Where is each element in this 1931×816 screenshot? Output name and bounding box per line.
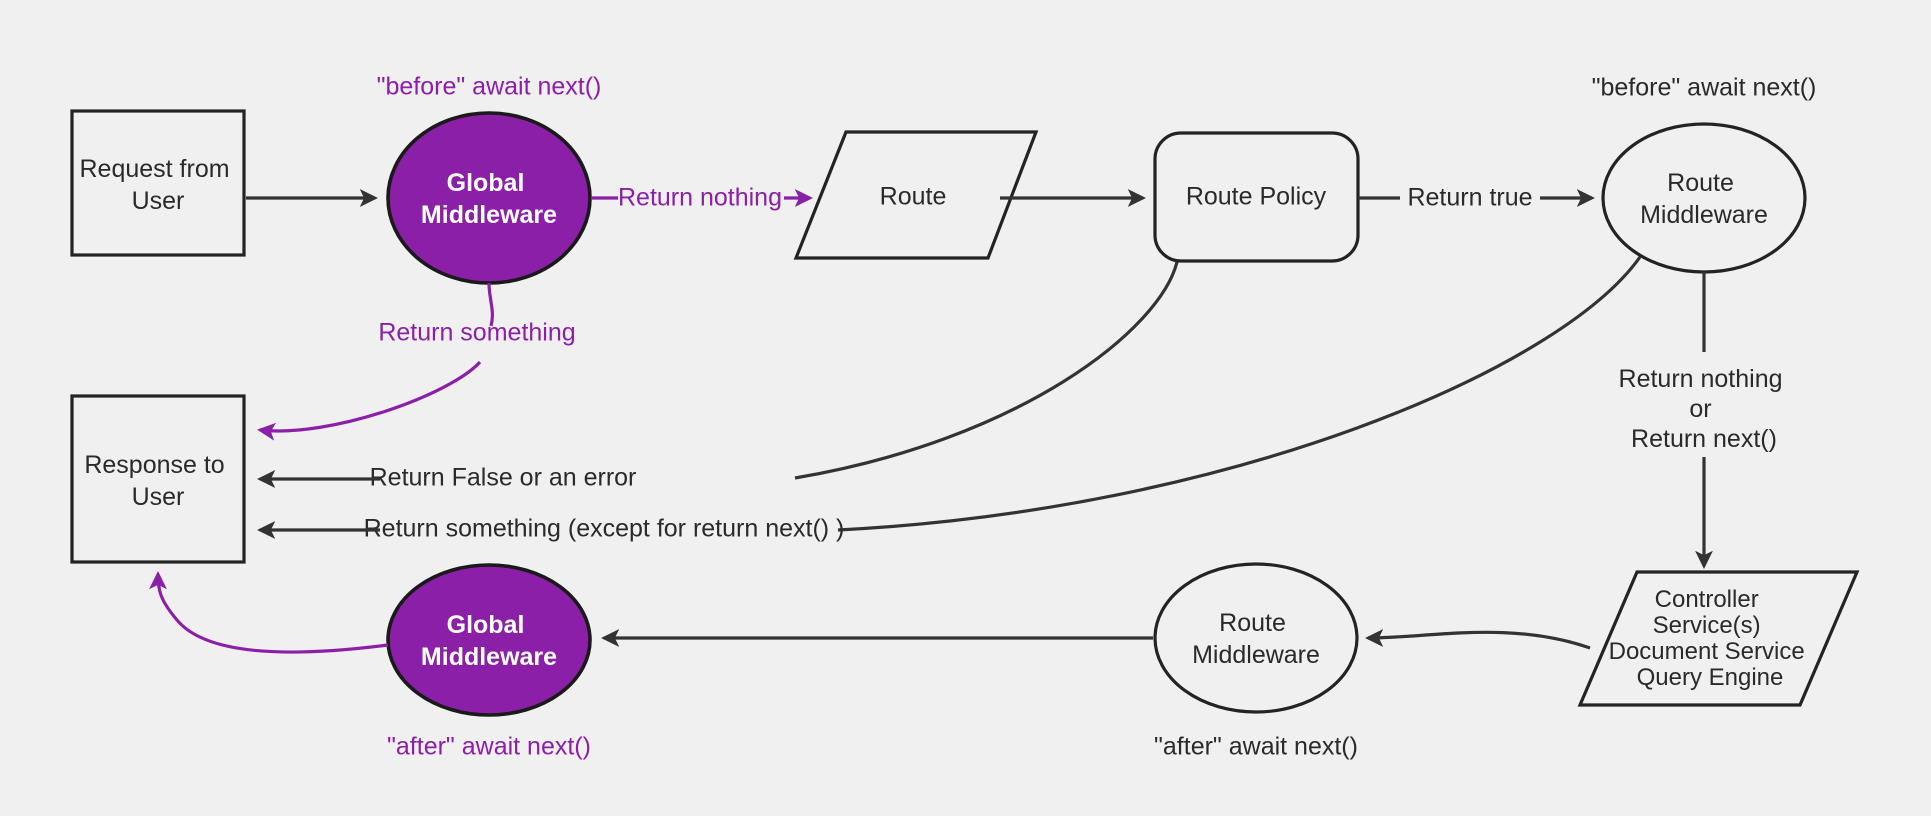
edge-label-return-something: Return something	[378, 319, 575, 347]
edge-policy-return-false-curve	[794, 261, 1179, 480]
route-middleware-before-label: Route Middleware	[1640, 169, 1768, 229]
global-middleware-before-label: Global Middleware	[421, 169, 557, 229]
node-response-to-user[interactable]: Response to User	[70, 394, 246, 564]
controller-services-shape	[1577, 570, 1860, 707]
edge-label-return-nothing-or-next: Return nothing or Return next()	[1619, 365, 1790, 453]
route-middleware-after-shape	[1153, 562, 1359, 714]
edge-rmw-return-something-curve	[837, 256, 1642, 532]
response-to-user-line2: User	[132, 483, 185, 511]
route-label: Route	[880, 183, 947, 211]
request-from-user-shape	[70, 109, 246, 257]
edge-controller-to-route-middleware-after	[1365, 629, 1591, 650]
node-global-middleware-before[interactable]: Global Middleware	[386, 111, 592, 285]
node-route-middleware-after[interactable]: Route Middleware	[1153, 562, 1359, 714]
edge-label-rn-line1: Return nothing	[1619, 365, 1783, 393]
global-middleware-before-line2: Middleware	[421, 201, 557, 229]
node-route-policy[interactable]: Route Policy	[1153, 131, 1360, 263]
edge-label-return-false-or-error: Return False or an error	[370, 464, 637, 492]
edge-global-return-something-lower	[257, 360, 482, 441]
node-request-from-user[interactable]: Request from User	[70, 109, 246, 257]
controller-services-line2: Service(s)	[1653, 612, 1761, 639]
node-global-middleware-after[interactable]: Global Middleware	[386, 563, 592, 717]
node-route[interactable]: Route	[793, 130, 1039, 260]
global-middleware-after-line1: Global	[447, 611, 525, 639]
note-before-await-next-global: "before" await next()	[377, 73, 602, 101]
response-to-user-line1: Response to	[84, 451, 224, 479]
controller-services-label: Controller Service(s) Document Service Q…	[1609, 586, 1812, 691]
route-middleware-before-line1: Route	[1667, 169, 1734, 197]
route-middleware-after-label: Route Middleware	[1192, 609, 1320, 669]
controller-services-line4: Query Engine	[1637, 664, 1784, 691]
route-middleware-after-line1: Route	[1219, 609, 1286, 637]
response-to-user-label: Response to User	[84, 451, 231, 511]
response-to-user-shape	[70, 394, 246, 564]
edge-label-return-nothing: Return nothing	[618, 184, 782, 212]
route-middleware-before-line2: Middleware	[1640, 201, 1768, 229]
note-after-await-next-global: "after" await next()	[387, 733, 591, 761]
controller-services-line3: Document Service	[1609, 638, 1805, 665]
request-from-user-line2: User	[132, 187, 185, 215]
edge-label-rn-line3: Return next()	[1631, 425, 1777, 453]
note-after-await-next-route: "after" await next()	[1154, 733, 1358, 761]
edge-global-return-something-upper	[487, 282, 494, 327]
note-before-await-next-route: "before" await next()	[1592, 74, 1817, 102]
node-controller-services[interactable]: Controller Service(s) Document Service Q…	[1577, 570, 1860, 707]
request-from-user-line1: Request from	[79, 155, 229, 183]
controller-services-line1: Controller	[1655, 586, 1759, 613]
node-route-middleware-before[interactable]: Route Middleware	[1601, 122, 1807, 274]
route-shape	[793, 130, 1039, 260]
edge-global-after-to-response	[149, 571, 389, 654]
global-middleware-after-shape	[386, 563, 592, 717]
edge-label-rn-line2: or	[1689, 395, 1711, 423]
edge-label-return-true: Return true	[1407, 184, 1532, 212]
route-middleware-before-shape	[1601, 122, 1807, 274]
route-middleware-after-line2: Middleware	[1192, 641, 1320, 669]
route-policy-label: Route Policy	[1186, 183, 1327, 211]
global-middleware-after-label: Global Middleware	[421, 611, 557, 671]
request-from-user-label: Request from User	[79, 155, 236, 215]
edge-label-return-something-except: Return something (except for return next…	[364, 515, 845, 543]
global-middleware-after-line2: Middleware	[421, 643, 557, 671]
global-middleware-before-line1: Global	[447, 169, 525, 197]
global-middleware-before-shape	[386, 111, 592, 285]
